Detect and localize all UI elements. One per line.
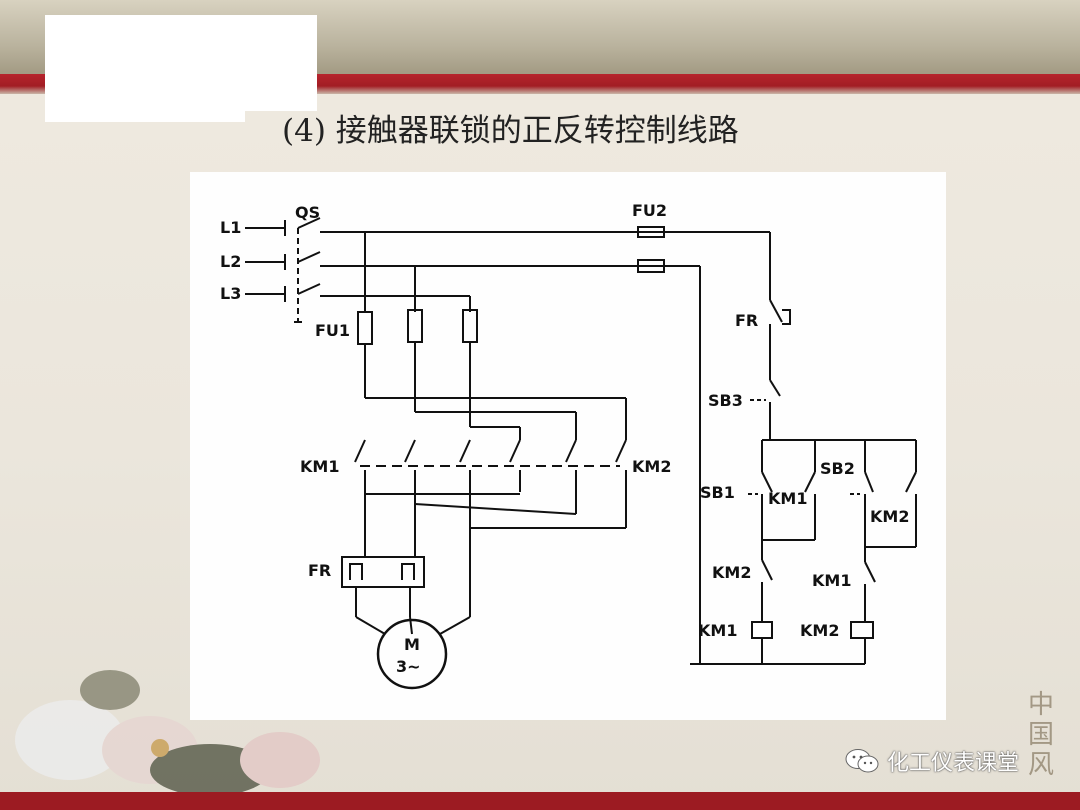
label-fr-ctrl: FR <box>735 311 758 330</box>
main-circuit <box>341 232 627 690</box>
label-km1-coil: KM1 <box>698 621 737 640</box>
label-km1-hold: KM1 <box>768 489 807 508</box>
label-km2-interlock: KM2 <box>712 563 751 582</box>
label-sb2: SB2 <box>820 459 855 478</box>
control-circuit <box>690 232 917 665</box>
label-motor-3: 3~ <box>396 657 421 676</box>
label-l1: L1 <box>220 218 241 237</box>
label-fu2: FU2 <box>632 201 667 220</box>
label-km2-coil: KM2 <box>800 621 839 640</box>
label-km2-main: KM2 <box>632 457 671 476</box>
label-motor-m: M <box>404 635 420 654</box>
label-fr-main: FR <box>308 561 331 580</box>
label-qs: QS <box>295 203 320 222</box>
circuit-diagram: L1 L2 L3 QS FU1 FU2 KM1 KM2 FR M 3~ FR S… <box>190 172 946 720</box>
label-sb3: SB3 <box>708 391 743 410</box>
seal-stamp: 中国风 <box>1027 690 1054 780</box>
fuse-fu2 <box>637 226 665 273</box>
logo-placeholder <box>45 15 317 111</box>
supply-lines <box>245 217 770 323</box>
circuit-svg: L1 L2 L3 QS FU1 FU2 KM1 KM2 FR M 3~ FR S… <box>220 201 917 690</box>
label-km1-main: KM1 <box>300 457 339 476</box>
label-km2-hold: KM2 <box>870 507 909 526</box>
label-km1-interlock: KM1 <box>812 571 851 590</box>
flower-decoration <box>15 670 320 795</box>
label-fu1: FU1 <box>315 321 350 340</box>
label-l2: L2 <box>220 252 241 271</box>
bottom-red-band <box>0 792 1080 810</box>
wechat-icon <box>845 749 879 773</box>
label-sb1: SB1 <box>700 483 735 502</box>
slide-title: (4) 接触器联锁的正反转控制线路 <box>282 113 739 149</box>
logo-placeholder-tail <box>45 108 245 122</box>
watermark: 化工仪表课堂 <box>845 742 1019 780</box>
label-l3: L3 <box>220 284 241 303</box>
watermark-text: 化工仪表课堂 <box>887 751 1020 776</box>
